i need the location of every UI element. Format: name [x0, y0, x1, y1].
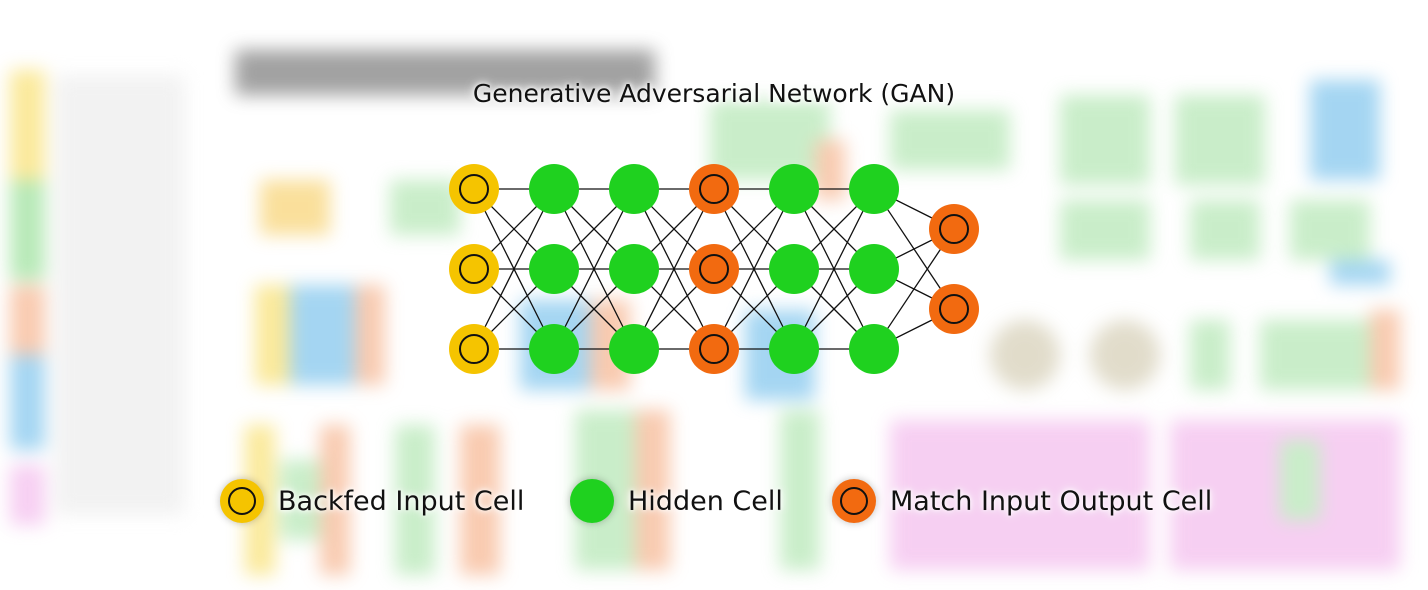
hidden-cell — [609, 164, 659, 214]
hidden-cell — [849, 164, 899, 214]
legend-label: Backfed Input Cell — [278, 485, 525, 517]
hidden-cell — [769, 244, 819, 294]
backfed-input-cell — [449, 244, 499, 294]
legend-label: Match Input Output Cell — [890, 485, 1213, 517]
hidden-cell — [609, 324, 659, 374]
diagram-title: Generative Adversarial Network (GAN) — [472, 79, 956, 108]
hidden-cell — [849, 244, 899, 294]
hidden-cell — [529, 324, 579, 374]
hidden-cell — [609, 244, 659, 294]
legend-label: Hidden Cell — [628, 485, 783, 517]
network-nodes — [449, 164, 979, 374]
match-input-output-cell — [689, 324, 739, 374]
match-input-output-cell-icon — [832, 479, 876, 523]
legend-item-hidden: Hidden Cell — [570, 476, 783, 526]
legend-item-backfed-input: Backfed Input Cell — [220, 476, 524, 526]
connection-line — [633, 188, 715, 350]
match-input-output-cell — [929, 204, 979, 254]
match-input-output-cell — [689, 244, 739, 294]
hidden-cell — [529, 164, 579, 214]
hidden-cell — [769, 164, 819, 214]
match-input-output-cell — [929, 284, 979, 334]
hidden-cell — [529, 244, 579, 294]
connection-line — [473, 188, 555, 350]
connection-line — [713, 188, 795, 350]
connection-line — [553, 188, 635, 350]
connection-line — [793, 188, 875, 350]
legend-item-match-input-output: Match Input Output Cell — [832, 476, 1212, 526]
hidden-cell-icon — [570, 479, 614, 523]
hidden-cell — [849, 324, 899, 374]
backfed-input-cell-icon — [220, 479, 264, 523]
hidden-cell — [769, 324, 819, 374]
backfed-input-cell — [449, 164, 499, 214]
backfed-input-cell — [449, 324, 499, 374]
match-input-output-cell — [689, 164, 739, 214]
